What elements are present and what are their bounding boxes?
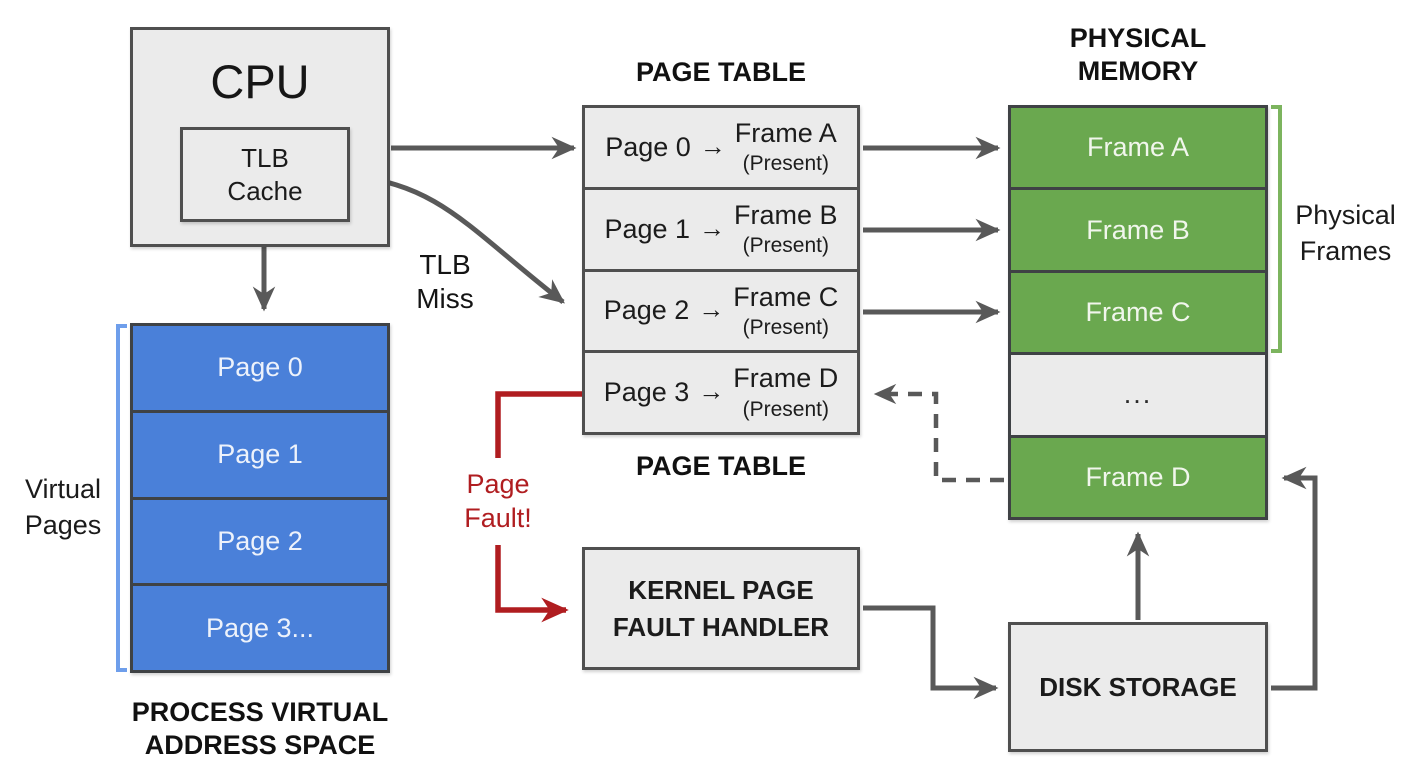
page-table-page-label: Page 2 — [603, 295, 690, 326]
page-table-frame-label: Frame C — [733, 281, 839, 312]
page-table-frame-label: Frame D — [733, 363, 839, 394]
page-table-page-label: Page 1 — [604, 213, 691, 244]
tlb-miss-label: TLB Miss — [416, 249, 474, 314]
virtual-pages-bracket-label: Virtual Pages — [24, 474, 102, 540]
page-table-status-label: (Present) — [742, 397, 829, 421]
tlb-cache-box: TLB Cache — [180, 127, 350, 222]
page-table-status-label: (Present) — [742, 152, 829, 176]
physical-memory-title: PHYSICAL MEMORY — [1069, 23, 1207, 86]
page-table-frame-label: Frame A — [734, 118, 837, 149]
arrow-right-icon: → — [699, 130, 726, 161]
virtual-address-space-title: PROCESS VIRTUAL ADDRESS SPACE — [131, 697, 389, 760]
tlb-cache-label: TLB Cache — [227, 143, 303, 206]
kernel-page-fault-handler-box: KERNEL PAGE FAULT HANDLER — [582, 547, 860, 670]
page-table-title-top: PAGE TABLE — [635, 57, 806, 87]
physical-frame-row: Frame B — [1011, 187, 1265, 270]
arrow-right-icon: → — [699, 212, 726, 243]
virtual-page-row: Page 1 — [133, 409, 387, 497]
arrow-kernel-to-disk — [863, 605, 999, 700]
physical-frame-row-ellipsis: ... — [1011, 352, 1265, 435]
virtual-page-row: Page 0 — [133, 326, 387, 410]
virtual-pages-bracket — [116, 324, 127, 672]
dashed-arrow-frame-d-to-page3 — [873, 383, 1004, 483]
page-table-status-label: (Present) — [742, 315, 829, 339]
page-table: Page 0 → Frame A (Present) Page 1 → Fram… — [582, 105, 860, 435]
page-table-row: Page 2 → Frame C (Present) — [585, 268, 857, 351]
page-fault-line-upper — [495, 391, 582, 458]
page-table-row: Page 1 → Frame B (Present) — [585, 186, 857, 269]
physical-frame-row: Frame D — [1011, 434, 1265, 518]
cpu-label: CPU — [210, 55, 310, 108]
page-table-row: Page 3 → Frame D (Present) — [585, 350, 857, 432]
physical-memory: Frame A Frame B Frame C ... Frame D — [1008, 105, 1268, 520]
page-fault-label: Page Fault! — [464, 469, 532, 533]
physical-frames-bracket-label: Physical Frames — [1295, 200, 1396, 266]
physical-frame-row: Frame C — [1011, 269, 1265, 353]
physical-frame-row: Frame A — [1011, 108, 1265, 188]
kernel-page-fault-handler-label: KERNEL PAGE FAULT HANDLER — [612, 575, 830, 642]
physical-frames-bracket — [1271, 105, 1282, 353]
virtual-page-row: Page 3... — [133, 583, 387, 670]
page-table-page-label: Page 3 — [603, 377, 690, 408]
page-table-frame-label: Frame B — [734, 199, 838, 230]
page-table-title-bottom: PAGE TABLE — [635, 451, 806, 481]
page-table-page-label: Page 0 — [605, 131, 691, 162]
disk-storage-box: DISK STORAGE — [1008, 622, 1268, 752]
page-table-row: Page 0 → Frame A (Present) — [585, 108, 857, 187]
page-table-status-label: (Present) — [742, 234, 829, 258]
disk-storage-label: DISK STORAGE — [1039, 671, 1237, 702]
arrow-disk-loop-to-frame-d — [1271, 466, 1318, 691]
virtual-pages-stack: Page 0 Page 1 Page 2 Page 3... — [130, 323, 390, 673]
page-fault-arrow-to-kernel — [495, 545, 569, 623]
arrow-right-icon: → — [698, 376, 725, 407]
arrow-right-icon: → — [698, 294, 725, 325]
virtual-page-row: Page 2 — [133, 496, 387, 584]
